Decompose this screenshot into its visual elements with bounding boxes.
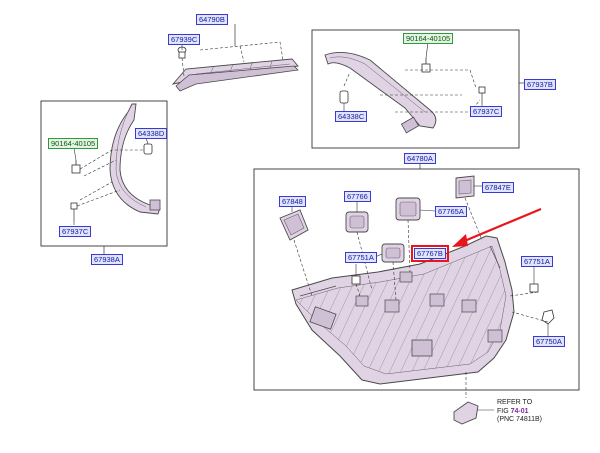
part-67937B-pillar (324, 51, 437, 134)
part-67766 (345, 211, 369, 233)
label-67937C-left[interactable]: 67937C (59, 226, 92, 237)
clip-64338D (143, 143, 153, 155)
part-64780A-trim-board (291, 235, 515, 385)
part-67847E (455, 175, 475, 199)
label-64338D[interactable]: 64338D (135, 128, 168, 139)
label-64338C[interactable]: 64338C (335, 111, 368, 122)
label-67938A[interactable]: 67938A (91, 254, 123, 265)
reference-line-1: REFER TO (497, 399, 533, 406)
part-64790B-garnish (171, 58, 299, 92)
label-67751A-left[interactable]: 67751A (345, 252, 377, 263)
reference-note: REFER TO FIG 74-01 (PNC 74811B) (497, 399, 542, 425)
label-64790B[interactable]: 64790B (196, 14, 228, 25)
clip-67937C-top (478, 86, 486, 104)
label-67766[interactable]: 67766 (344, 191, 371, 202)
label-90164-40105-top[interactable]: 90164-40105 (403, 33, 454, 44)
reference-line-2: FIG 74-01 (497, 408, 542, 417)
label-67937B[interactable]: 67937B (524, 79, 556, 90)
part-67767B (381, 243, 405, 263)
reference-fig-link[interactable]: 74-01 (510, 407, 529, 415)
label-67939C[interactable]: 67939C (168, 34, 201, 45)
part-67848 (279, 209, 309, 241)
label-67751A-right[interactable]: 67751A (521, 256, 553, 267)
part-67765A (395, 197, 421, 221)
clip-64338C (339, 90, 349, 104)
label-67750A[interactable]: 67750A (533, 336, 565, 347)
reference-fig-prefix: FIG (497, 407, 509, 415)
label-67847E[interactable]: 67847E (482, 182, 514, 193)
label-90164-40105-left[interactable]: 90164-40105 (48, 138, 99, 149)
clip-90164-left (71, 160, 81, 174)
frame-left (40, 100, 168, 247)
label-67767B[interactable]: 67767B (411, 245, 449, 262)
label-67765A[interactable]: 67765A (435, 206, 467, 217)
frame-upper-right (311, 29, 520, 149)
label-67848[interactable]: 67848 (279, 196, 306, 207)
red-arrow-icon (452, 207, 542, 247)
clip-67937C-left (70, 202, 78, 221)
clip-67751A-right (529, 283, 539, 293)
clip-67751A-left (351, 275, 361, 285)
label-64780A[interactable]: 64780A (404, 153, 436, 164)
reference-line-3: (PNC 74811B) (497, 416, 543, 423)
clip-90164-top (421, 58, 431, 73)
clip-67750A (541, 309, 555, 325)
label-67937C-top[interactable]: 67937C (470, 106, 503, 117)
frame-main (253, 168, 580, 391)
part-67938A-pillar (109, 103, 161, 215)
part-74811B-cover (453, 401, 479, 425)
